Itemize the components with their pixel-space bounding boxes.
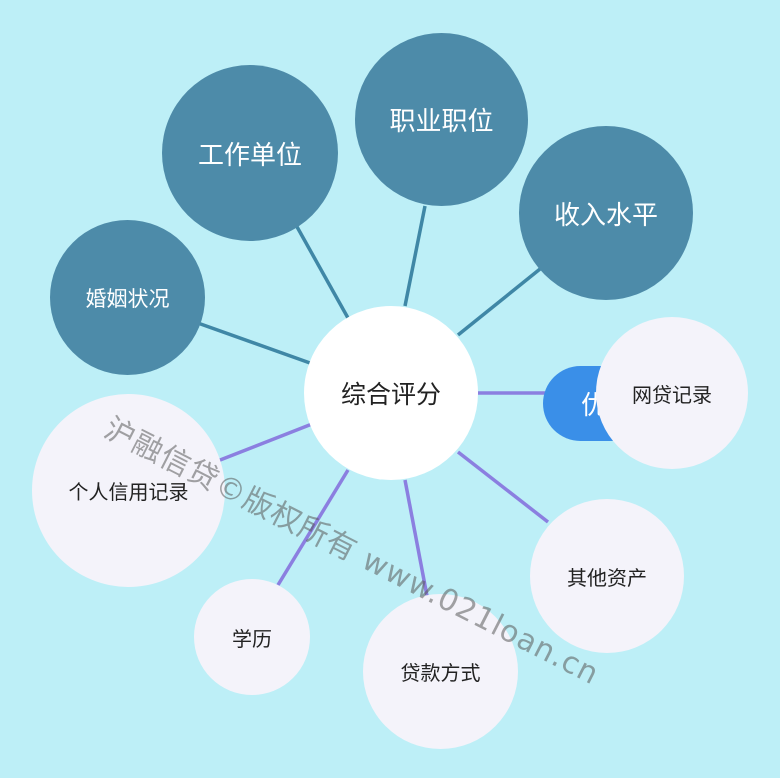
node-online-loan: 网贷记录 xyxy=(596,317,748,469)
node-job-position-label: 职业职位 xyxy=(389,107,494,137)
node-credit-record: 个人信用记录 xyxy=(32,394,225,587)
node-job-position: 职业职位 xyxy=(355,33,528,206)
node-composite-score-label: 综合评分 xyxy=(340,380,441,409)
node-education-label: 学历 xyxy=(232,626,272,651)
node-online-loan-label: 网贷记录 xyxy=(632,382,712,407)
node-work-unit: 工作单位 xyxy=(162,65,338,241)
link-marital-status xyxy=(194,320,311,365)
node-loan-method-label: 贷款方式 xyxy=(400,661,481,685)
link-other-assets xyxy=(456,450,550,524)
node-education: 学历 xyxy=(194,579,310,695)
node-work-unit-label: 工作单位 xyxy=(197,140,302,171)
node-loan-method: 贷款方式 xyxy=(363,594,518,749)
node-marital-status: 婚姻状况 xyxy=(50,220,205,375)
link-education xyxy=(276,469,350,586)
node-marital-status-label: 婚姻状况 xyxy=(85,286,170,311)
link-job-position xyxy=(403,205,427,307)
link-loan-method xyxy=(403,479,429,597)
node-income-level: 收入水平 xyxy=(519,126,693,300)
node-credit-record-label: 个人信用记录 xyxy=(68,480,189,504)
node-composite-score: 综合评分 xyxy=(304,306,478,480)
node-income-level-label: 收入水平 xyxy=(553,200,658,231)
link-work-unit xyxy=(294,224,350,319)
node-other-assets: 其他资产 xyxy=(530,499,684,653)
link-credit-record xyxy=(214,422,313,464)
link-income-level xyxy=(456,263,547,337)
node-other-assets-label: 其他资产 xyxy=(567,565,647,590)
